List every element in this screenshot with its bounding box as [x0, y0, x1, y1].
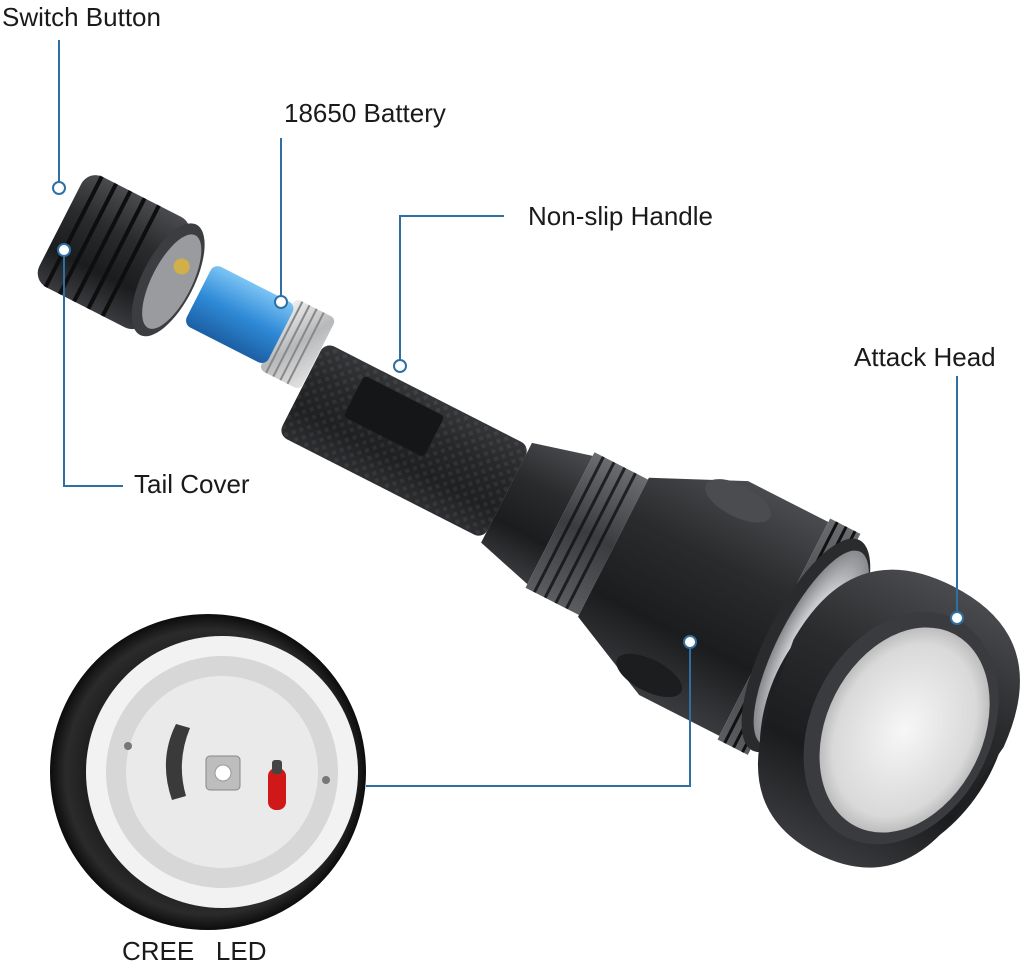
attack-head [757, 569, 1020, 868]
tail-cover [37, 175, 205, 337]
dot-led [683, 635, 697, 649]
leader-lines [58, 40, 958, 787]
led-wire-marker [268, 768, 286, 810]
label-switch-button: Switch Button [2, 2, 161, 32]
leader-handle [399, 215, 504, 362]
led-inset [50, 614, 366, 930]
leader-led [366, 640, 691, 787]
leader-dots [52, 181, 964, 649]
dot-attack [950, 611, 964, 625]
dot-tail [57, 243, 71, 257]
label-tail-cover: Tail Cover [134, 469, 250, 499]
label-18650-battery: 18650 Battery [284, 98, 446, 128]
label-non-slip-handle: Non-slip Handle [528, 201, 713, 231]
dot-handle [393, 359, 407, 373]
18650-battery [186, 266, 294, 363]
battery-assembly [186, 266, 335, 389]
leader-tail [63, 250, 123, 487]
label-attack-head: Attack Head [854, 342, 996, 372]
label-cree-led: CREE LED [122, 936, 267, 966]
dot-battery [274, 295, 288, 309]
dot-switch [52, 181, 66, 195]
